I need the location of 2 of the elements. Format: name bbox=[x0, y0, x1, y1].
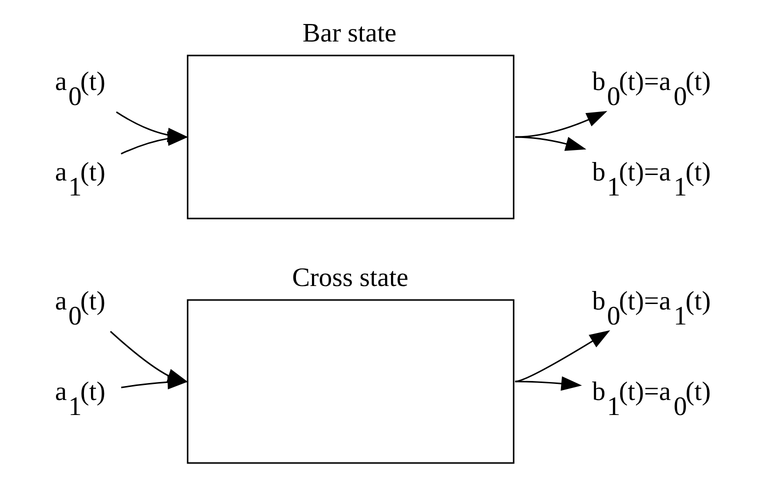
node-label: Cross state bbox=[292, 262, 408, 292]
node-label: Bar state bbox=[302, 17, 396, 48]
